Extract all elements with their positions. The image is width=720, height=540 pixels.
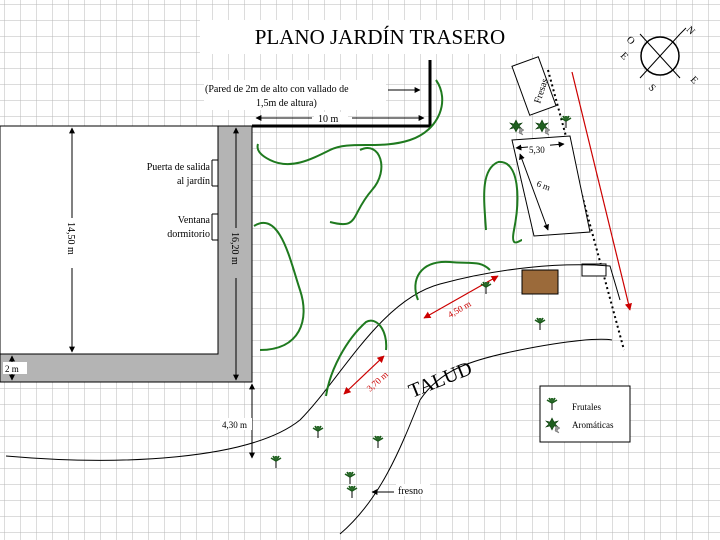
title-bg bbox=[200, 20, 540, 54]
compass: N E S O E bbox=[618, 24, 700, 94]
door-marker bbox=[211, 159, 218, 187]
window-label-2: dormitorio bbox=[167, 229, 210, 240]
strawberry-bed: Fresas bbox=[511, 56, 557, 116]
legend: Frutales Aromáticas bbox=[539, 385, 631, 443]
dim-14-50-label: 14,50 m bbox=[65, 222, 76, 255]
window-marker bbox=[211, 213, 218, 241]
door-label-2: al jardín bbox=[177, 176, 210, 187]
shed bbox=[521, 269, 559, 295]
dim-2m-label: 2 m bbox=[5, 364, 19, 374]
compass-s: S bbox=[646, 82, 658, 94]
dim-5-30-label: 5,30 bbox=[529, 145, 545, 155]
dim-4-30-label: 4,30 m bbox=[222, 420, 247, 430]
slope-lower-edge bbox=[339, 338, 613, 535]
garden-bed: 5,30 6 m bbox=[511, 135, 591, 237]
dim-10m-label: 10 m bbox=[318, 114, 339, 125]
door-label-1: Puerta de salida bbox=[147, 162, 211, 173]
ash-tree-label: fresno bbox=[398, 486, 423, 497]
page-title: PLANO JARDÍN TRASERO bbox=[255, 25, 505, 49]
wall-note-1: (Pared de 2m de alto con vallado de bbox=[205, 84, 349, 95]
legend-fruit-trees: Frutales bbox=[572, 402, 601, 412]
edge-dotted-line bbox=[547, 69, 625, 351]
dim-16-20-label: 16,20 m bbox=[229, 232, 240, 265]
wall-note-2: 1,5m de altura) bbox=[256, 98, 317, 109]
dim-6m-label: 6 m bbox=[535, 178, 551, 192]
dim-3-70-line bbox=[343, 355, 385, 395]
small-box bbox=[581, 263, 607, 277]
legend-aromatics: Aromáticas bbox=[572, 420, 614, 430]
window-label-1: Ventana bbox=[178, 215, 211, 226]
hedges bbox=[253, 79, 523, 397]
boundary-wall bbox=[252, 60, 432, 128]
red-arrow bbox=[571, 71, 632, 311]
